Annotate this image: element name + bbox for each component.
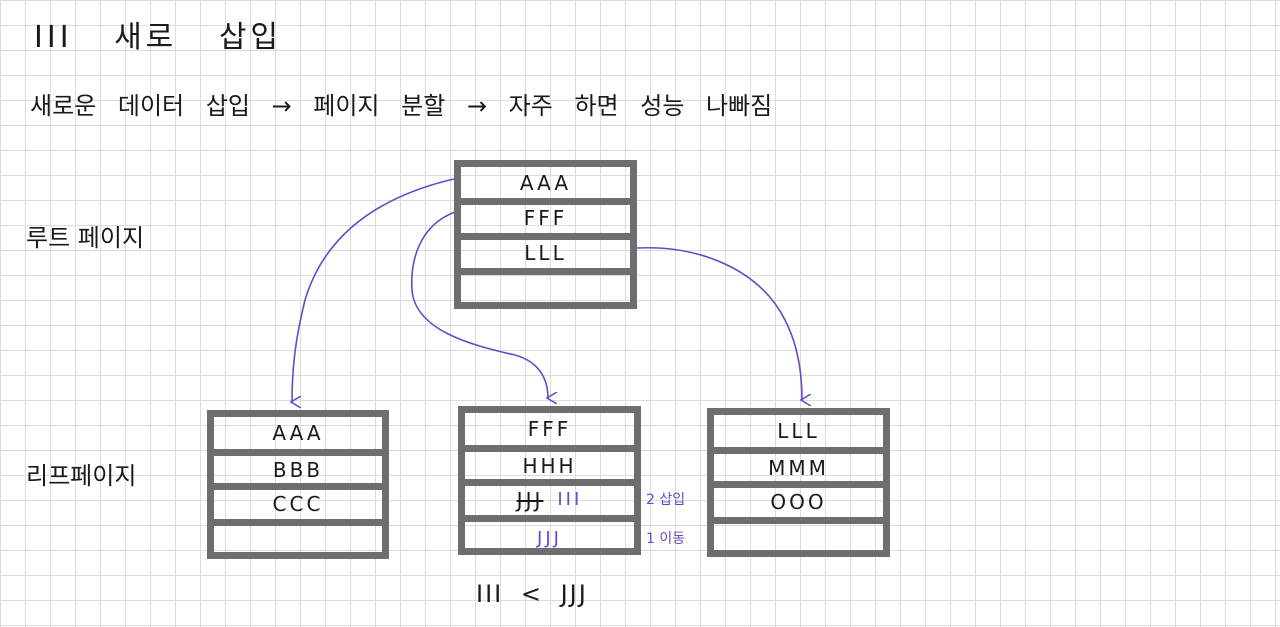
pointer-fff-to-leaf-b — [410, 211, 548, 398]
leaf-page-label: 리프페이지 — [26, 462, 137, 490]
leaf-c-row-1: LLL — [777, 419, 820, 443]
root-row-3: LLL — [461, 233, 630, 266]
root-page-label: 루트 페이지 — [26, 224, 145, 252]
pointer-lll-to-leaf-c — [636, 246, 802, 400]
root-row-4 — [461, 268, 630, 309]
insert-note: 2 삽입 — [646, 492, 686, 508]
diagram-title: III 새로 삽입 — [34, 20, 283, 55]
leaf-b-row-3: JJJ III — [465, 479, 634, 513]
leaf-b-inserted-value: III — [557, 489, 583, 510]
leaf-page-b: FFF HHH JJJ III JJJ — [458, 406, 641, 555]
root-page: AAA FFF LLL — [454, 160, 637, 309]
root-row-2: FFF — [461, 198, 630, 231]
leaf-b-struck-value: JJJ — [516, 487, 544, 512]
leaf-a-row-2: BBB — [214, 449, 382, 483]
leaf-c-row-4 — [714, 517, 883, 557]
leaf-b-row-2: HHH — [465, 445, 634, 479]
leaf-page-c: LLL MMM OOO — [707, 408, 890, 557]
leaf-page-a: AAA BBB CCC — [207, 410, 389, 559]
root-row-1: AAA — [519, 170, 572, 195]
comparison-note: III < JJJ — [476, 580, 588, 608]
leaf-b-moved-value: JJJ — [465, 515, 634, 555]
leaf-a-row-3: CCC — [214, 483, 382, 517]
leaf-c-row-2: MMM — [714, 447, 883, 481]
pointer-aaa-to-leaf-a — [292, 177, 459, 402]
leaf-a-row-1: AAA — [272, 421, 324, 445]
leaf-b-row-1: FFF — [527, 417, 572, 441]
move-note: 1 이동 — [646, 531, 686, 547]
leaf-a-row-4 — [214, 519, 382, 559]
leaf-c-row-3: OOO — [714, 481, 883, 515]
process-description: 새로운 데이터 삽입 → 페이지 분할 → 자주 하면 성능 나빠짐 — [30, 92, 773, 120]
